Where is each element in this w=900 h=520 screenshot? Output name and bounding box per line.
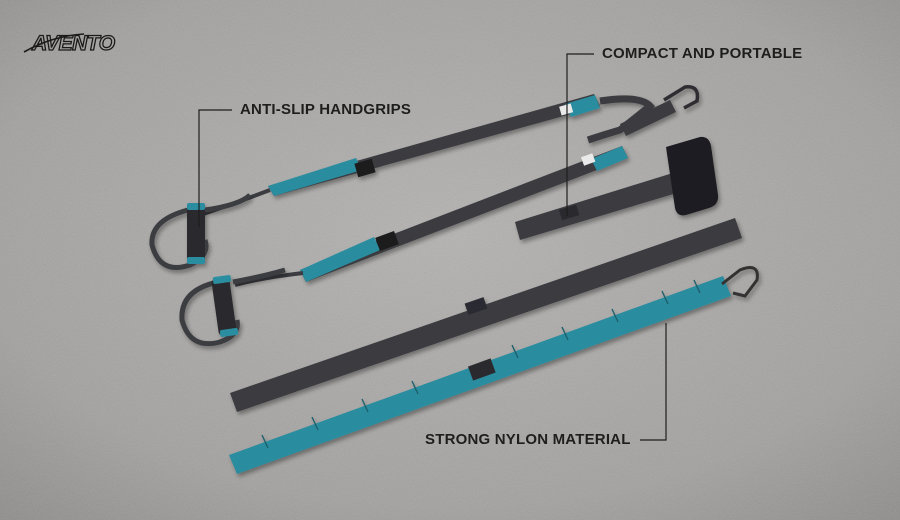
callout-nylon: STRONG NYLON MATERIAL [425, 431, 631, 448]
door-anchor [515, 136, 719, 240]
nylon-leader-line [640, 323, 667, 441]
anchor-loop [586, 85, 700, 144]
long-teal-strap [229, 266, 759, 474]
callout-handgrips: ANTI-SLIP HANDGRIPS [240, 101, 412, 118]
handgrips-leader-line [198, 109, 232, 227]
upper-handle [149, 193, 252, 270]
logo-text: AVENTO [31, 32, 115, 55]
lower-handle [179, 267, 286, 347]
long-dark-strap [230, 218, 742, 412]
callout-lines [198, 53, 667, 441]
callout-compact: COMPACT AND PORTABLE [602, 45, 803, 62]
logo-mark: AVENTO [23, 31, 116, 56]
compact-leader-line [566, 53, 594, 216]
suspension-strap-lower [300, 146, 628, 282]
suspension-strap-upper [268, 94, 600, 196]
